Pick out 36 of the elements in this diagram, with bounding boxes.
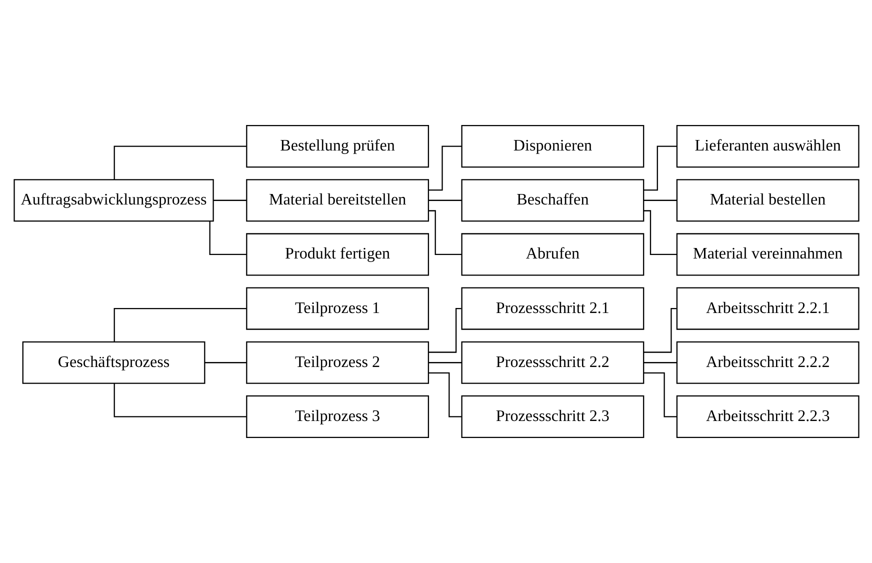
connector bbox=[428, 362, 462, 364]
node-box: Material vereinnahmen bbox=[676, 233, 859, 276]
node-box: Abrufen bbox=[460, 233, 644, 276]
node-box: Prozessschritt 2.3 bbox=[460, 395, 644, 438]
node-box: Geschäftsprozess bbox=[22, 341, 205, 384]
node-box: Auftragsabwicklungsprozess bbox=[13, 179, 214, 222]
connector bbox=[213, 200, 246, 201]
node-box: Arbeitsschritt 2.2.3 bbox=[676, 395, 859, 438]
connector bbox=[643, 210, 676, 256]
node-box: Material bereitstellen bbox=[246, 179, 429, 222]
connector bbox=[113, 146, 246, 180]
connector bbox=[204, 362, 246, 364]
node-box: Teilprozess 2 bbox=[246, 341, 429, 384]
node-box: Teilprozess 3 bbox=[246, 395, 429, 438]
node-box: Arbeitsschritt 2.2.1 bbox=[676, 287, 859, 330]
node-box: Bestellung prüfen bbox=[246, 125, 429, 168]
connector bbox=[113, 383, 246, 418]
node-box: Teilprozess 1 bbox=[246, 287, 429, 330]
connector bbox=[113, 308, 246, 342]
node-box: Prozessschritt 2.1 bbox=[460, 287, 644, 330]
connector bbox=[428, 210, 462, 256]
node-box: Prozessschritt 2.2 bbox=[460, 341, 644, 384]
connector bbox=[643, 200, 676, 201]
node-box: Material bestellen bbox=[676, 179, 859, 222]
connector bbox=[428, 146, 461, 191]
connector bbox=[428, 200, 462, 201]
connector bbox=[208, 221, 246, 256]
connector bbox=[643, 146, 676, 191]
connector bbox=[643, 362, 676, 364]
node-box: Lieferanten auswählen bbox=[676, 125, 859, 168]
node-box: Beschaffen bbox=[460, 179, 644, 222]
connector bbox=[428, 308, 461, 353]
node-box: Produkt fertigen bbox=[246, 233, 429, 276]
connector bbox=[643, 308, 676, 353]
node-box: Disponieren bbox=[460, 125, 644, 168]
node-box: Arbeitsschritt 2.2.2 bbox=[676, 341, 859, 384]
